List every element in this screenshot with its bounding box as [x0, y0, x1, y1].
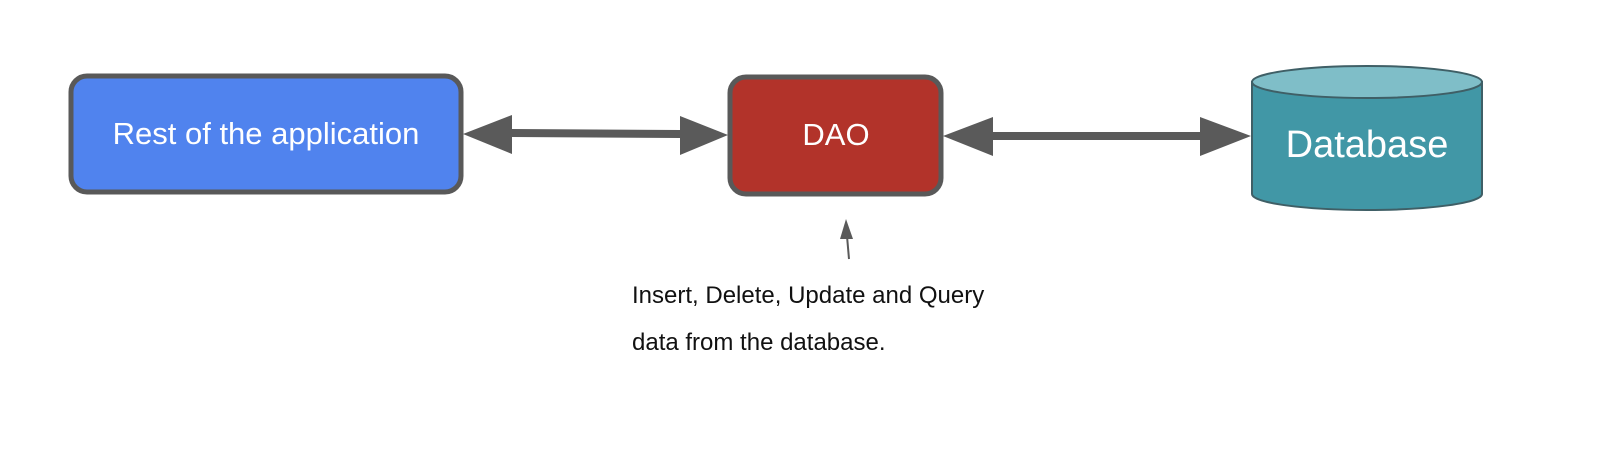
dao-node-label: DAO	[802, 117, 869, 152]
app-dao-arrow	[463, 115, 728, 155]
db-node: Database	[1251, 65, 1483, 211]
dao-db-arrowhead-left	[943, 117, 993, 156]
note-pointer-arrow	[840, 219, 853, 260]
dao-db-arrowhead-right	[1200, 117, 1251, 156]
db-node-label: Database	[1286, 124, 1449, 166]
app-node-box	[68, 73, 464, 195]
dao-node: DAO	[727, 74, 944, 197]
note-pointer-shaft	[846, 235, 850, 260]
app-node-label: Rest of the application	[113, 116, 420, 151]
note-line-1: Insert, Delete, Update and Query	[632, 282, 985, 309]
db-node-body	[1251, 81, 1483, 211]
dao-description-note: Insert, Delete, Update and Query data fr…	[632, 272, 1072, 366]
db-node-top	[1251, 65, 1483, 99]
dao-node-box	[727, 74, 944, 197]
dao-db-arrow-shaft	[993, 132, 1200, 140]
app-dao-arrowhead-right	[680, 116, 728, 155]
app-node: Rest of the application	[68, 73, 464, 195]
app-dao-arrow-shaft	[512, 129, 680, 138]
dao-db-arrow	[943, 117, 1251, 156]
app-dao-arrowhead-left	[463, 115, 512, 154]
note-line-2: data from the database.	[632, 329, 886, 356]
note-pointer-head	[840, 219, 853, 239]
